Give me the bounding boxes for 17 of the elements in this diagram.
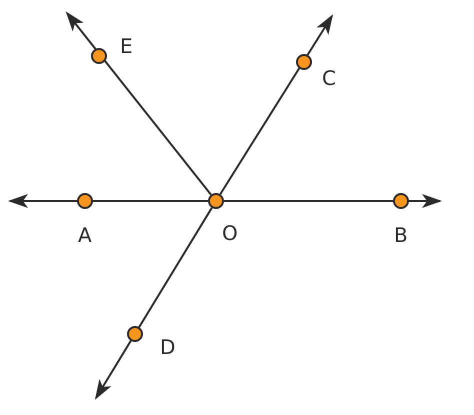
ray-arrow (94, 207, 213, 400)
point-dot (393, 193, 409, 209)
ray-arrow (219, 14, 334, 195)
ray-arrow (224, 194, 442, 208)
point-label: D (160, 337, 176, 357)
ray-arrow (8, 194, 208, 208)
point-label: O (222, 223, 238, 243)
point-dot (208, 193, 224, 209)
point-label: A (78, 225, 92, 245)
point-label: E (120, 36, 133, 56)
point-dot (77, 193, 93, 209)
point-dot (91, 48, 107, 64)
point-label: C (322, 68, 336, 88)
ray-arrow (66, 11, 212, 196)
point-dot (127, 326, 143, 342)
point-dot (296, 54, 312, 70)
point-label: B (394, 225, 408, 245)
